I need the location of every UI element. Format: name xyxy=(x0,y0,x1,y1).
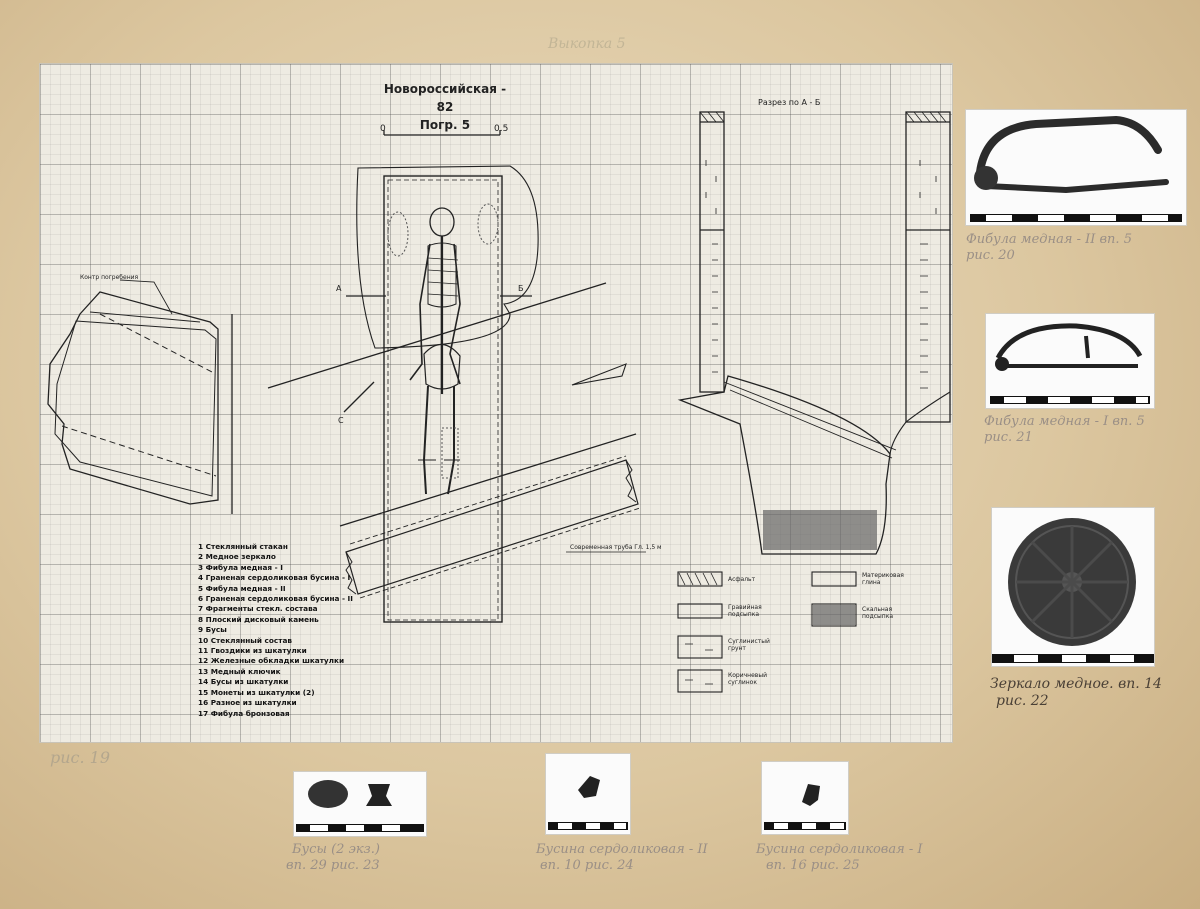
burial-plan-drawing xyxy=(47,111,951,693)
soil-legend-asphalt: Асфальт xyxy=(728,576,756,583)
legend-item: 9 Бусы xyxy=(198,625,227,635)
section-title: Разрез по А - Б xyxy=(758,98,821,107)
legend-item: 2 Медное зеркало xyxy=(198,552,276,562)
caption-line: Бусина сердоликовая - I xyxy=(756,842,923,857)
bead-photo-image xyxy=(548,776,628,830)
mount-header-note: Выкопка 5 xyxy=(548,36,626,52)
soil-legend-loam: Суглинистый грунт xyxy=(728,638,770,652)
caption-photo-3: Зеркало медное. вп. 14 рис. 22 xyxy=(990,676,1162,710)
caption-line: вп. 29 рис. 23 xyxy=(286,858,380,873)
drawing-title: Новороссийская - 82 Погр. 5 xyxy=(380,80,510,134)
caption-line: рис. 21 xyxy=(984,430,1033,445)
figure-label: рис. 19 xyxy=(50,748,111,767)
section-marker-a: А xyxy=(336,284,342,293)
burial-plan-sheet: Новороссийская - 82 Погр. 5 0 0.5 Разрез… xyxy=(40,64,952,742)
soil-legend-gravel: Гравийная подсыпка xyxy=(728,604,762,618)
caption-photo-2: Фибула медная - I вп. 5 рис. 21 xyxy=(984,414,1145,446)
legend-item: 8 Плоский дисковый камень xyxy=(198,614,319,624)
fibula-photo-image xyxy=(990,323,1150,404)
mirror-photo-image xyxy=(992,518,1154,663)
photo-scale-bar xyxy=(990,396,1150,404)
caption-photo-4: Бусы (2 экз.) вп. 29 рис. 23 xyxy=(286,842,380,874)
finds-legend: 1 Стеклянный стакан 2 Медное зеркало 3 Ф… xyxy=(198,542,353,719)
photo-fibula-1 xyxy=(986,314,1154,408)
caption-line: вп. 16 рис. 25 xyxy=(766,858,860,873)
photo-scale-bar xyxy=(764,822,846,830)
fibula-photo-image xyxy=(970,115,1182,222)
pit-contour-note: Контр погребения xyxy=(80,274,139,281)
drawing-title-site: Новороссийская - 82 xyxy=(383,82,507,114)
soil-legend-clay: Материковая глина xyxy=(862,572,904,586)
legend-item: 5 Фибула медная - II xyxy=(198,583,286,593)
photo-scale-bar xyxy=(992,654,1154,663)
legend-item: 7 Фрагменты стекл. состава xyxy=(198,604,318,614)
scale-end-label: 0.5 xyxy=(494,124,509,134)
marker-c: С xyxy=(338,416,344,425)
caption-line: рис. 20 xyxy=(966,248,1015,263)
scale-start-label: 0 xyxy=(380,124,386,134)
legend-item: 1 Стеклянный стакан xyxy=(198,542,288,551)
beads-photo-image xyxy=(296,780,424,832)
soil-legend-brown-loam: Коричневый суглинок xyxy=(728,672,767,686)
caption-line: Фибула медная - I вп. 5 xyxy=(984,414,1145,429)
pipe-note: Современная труба Гл. 1,5 м xyxy=(570,544,662,551)
caption-line: рис. 22 xyxy=(996,693,1049,709)
drawing-title-burial: Погр. 5 xyxy=(419,118,471,132)
legend-item: 14 Бусы из шкатулки xyxy=(198,677,289,687)
caption-line: Зеркало медное. вп. 14 xyxy=(990,676,1162,692)
photo-scale-bar xyxy=(548,822,628,830)
caption-photo-6: Бусина сердоликовая - I вп. 16 рис. 25 xyxy=(756,842,923,874)
caption-line: Бусина сердоликовая - II xyxy=(536,842,708,857)
caption-line: Бусы (2 экз.) xyxy=(292,842,380,857)
legend-item: 10 Стеклянный состав xyxy=(198,635,292,645)
photo-beads-pair xyxy=(294,772,426,836)
legend-item: 15 Монеты из шкатулки (2) xyxy=(198,687,315,697)
legend-item: 17 Фибула бронзовая xyxy=(198,708,290,718)
legend-item: 11 Гвоздики из шкатулки xyxy=(198,646,307,656)
legend-item: 16 Разное из шкатулки xyxy=(198,698,297,708)
photo-fibula-2 xyxy=(966,110,1186,225)
caption-photo-5: Бусина сердоликовая - II вп. 10 рис. 24 xyxy=(536,842,708,874)
section-marker-b: Б xyxy=(518,284,524,293)
soil-legend-rock: Скальная подсыпка xyxy=(862,606,894,620)
photo-carnelian-bead-1 xyxy=(762,762,848,834)
photo-carnelian-bead-2 xyxy=(546,754,630,834)
photo-scale-bar xyxy=(296,824,424,832)
caption-photo-1: Фибула медная - II вп. 5 рис. 20 xyxy=(966,232,1132,264)
legend-item: 3 Фибула медная - I xyxy=(198,562,283,572)
caption-line: вп. 10 рис. 24 xyxy=(540,858,634,873)
photo-mirror xyxy=(992,508,1154,666)
legend-item: 4 Граненая сердоликовая бусина - I xyxy=(198,573,351,583)
legend-item: 13 Медный ключик xyxy=(198,666,281,676)
photo-scale-bar xyxy=(970,214,1182,222)
caption-line: Фибула медная - II вп. 5 xyxy=(966,232,1132,247)
bead-photo-image xyxy=(764,784,846,830)
legend-item: 6 Граненая сердоликовая бусина - II xyxy=(198,594,353,604)
legend-item: 12 Железные обкладки шкатулки xyxy=(198,656,345,666)
